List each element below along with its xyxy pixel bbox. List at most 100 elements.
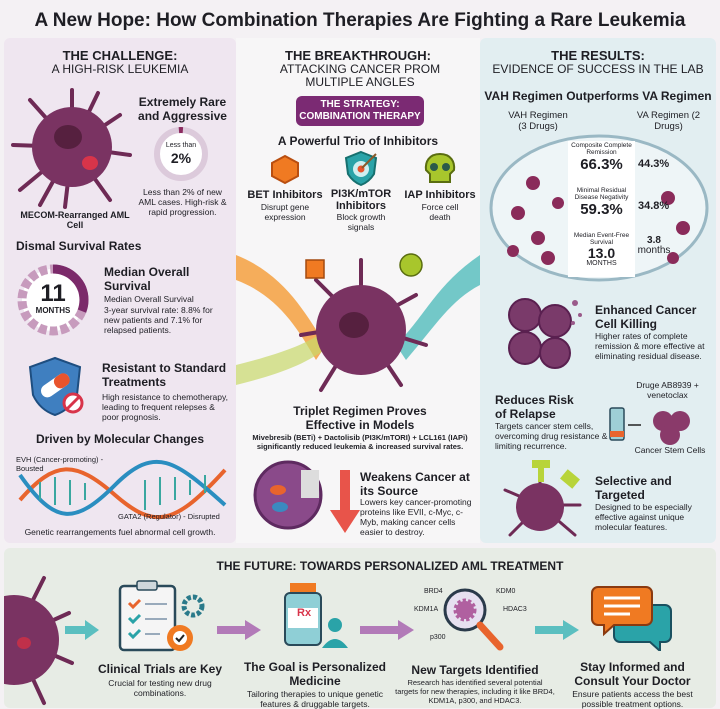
targeted-cell-icon (503, 460, 582, 537)
gata-label: GATA2 (Regulator) - Disrupted (118, 512, 220, 521)
target-hdac3: HDAC3 (503, 606, 527, 613)
median-sub: Median Overall Survival (104, 294, 194, 304)
clipboard-gear-icon (118, 580, 205, 652)
survival-title: Dismal Survival Rates (16, 239, 142, 253)
killing-desc: Higher rates of complete remission & mor… (595, 331, 705, 361)
rare-donut-top: Less than (165, 142, 197, 149)
step-desc: Ensure patients access the best possible… (572, 689, 693, 709)
arrow-right-icon (360, 620, 414, 640)
rare-title: Extremely Rare and Aggressive (138, 95, 227, 123)
chat-bubbles-icon (591, 586, 672, 651)
inhibitor-desc: Disrupt gene expression (260, 202, 310, 222)
inhibitor-desc: Force cell death (421, 202, 459, 222)
weakens-title: Weakens Cancer at its Source (360, 470, 470, 498)
vah-value: 59.3% (580, 201, 623, 218)
dying-cells-icon (508, 298, 582, 369)
rx-label: Rx (297, 607, 312, 619)
molecular-title: Driven by Molecular Changes (35, 432, 205, 446)
resistant-title: Resistant to Standard Treatments (102, 361, 227, 389)
inhibitor-desc: Block growth signals (336, 212, 386, 232)
va-label: VA Regimen (2 Drugs) (636, 110, 701, 132)
dna-helix-icon (18, 459, 227, 520)
relapse-desc: Targets cancer stem cells, overcoming dr… (495, 421, 608, 451)
metric-name: Composite Complete Remission (571, 142, 632, 156)
page-title: A New Hope: How Combination Therapies Ar… (34, 10, 686, 31)
results-subheading: EVIDENCE OF SUCCESS IN THE LAB (492, 62, 704, 76)
target-shield-icon (344, 150, 378, 186)
compare-title: VAH Regimen Outperforms VA Regimen (484, 89, 712, 103)
stem-cells-label: Cancer Stem Cells (634, 445, 706, 455)
metric-name: Minimal Residual Disease Negativity (574, 187, 629, 201)
combination-attack-illustration (236, 253, 480, 392)
rare-donut-value: 2% (170, 150, 192, 166)
step-desc: Research has identified several potentia… (395, 678, 555, 705)
cell-label: MECOM-Rearranged AML Cell (20, 210, 130, 230)
evi-label: EVH (Cancer-promoting) - Bousted (16, 455, 104, 473)
va-value: 3.8 (647, 235, 661, 246)
step-desc: Tailoring therapies to unique genetic fe… (246, 689, 384, 709)
step-title: Stay Informed and Consult Your Doctor (574, 660, 691, 688)
breakthrough-subheading: ATTACKING CANCER PROM MULTIPLE ANGLES (279, 62, 441, 89)
rare-donut (154, 127, 208, 181)
medicine-bottle-icon (284, 583, 348, 648)
va-unit: months (637, 245, 671, 256)
survival-value: 11 (40, 280, 66, 307)
killing-title: Enhanced Cancer Cell Killing (595, 303, 697, 331)
inhibitor-name: PI3K/mTOR Inhibitors (330, 188, 392, 212)
va-remission: 44.3% (638, 158, 670, 170)
inhibitor-name: IAP Inhibitors (404, 189, 476, 201)
molecular-caption: Genetic rearrangements fuel abnormal cel… (24, 527, 216, 537)
target-brd4: BRD4 (424, 588, 443, 595)
shield-pill-icon (28, 356, 84, 417)
va-mrd: 34.8% (638, 200, 670, 212)
survival-desc: 3-year survival rate: 8.8% for new patie… (104, 305, 213, 335)
results-heading: THE RESULTS: (551, 48, 645, 63)
drug-label: Druge AB8939 + venetoclax (636, 380, 699, 400)
survival-donut (17, 264, 89, 336)
future-heading: THE FUTURE: TOWARDS PERSONALIZED AML TRE… (216, 559, 564, 573)
magnifier-gear-icon (443, 588, 504, 651)
weakened-cell-icon (253, 460, 360, 533)
median-title: Median Overall Survival (104, 265, 190, 293)
step-title: Clinical Trials are Key (97, 662, 223, 676)
vial-to-stem-cells-icon (609, 407, 690, 445)
arrow-right-icon (535, 620, 579, 640)
aml-cell-icon (11, 88, 132, 209)
trio-title: A Powerful Trio of Inhibitors (277, 134, 439, 148)
weakens-desc: Lowers key cancer-promoting proteins lik… (360, 497, 472, 537)
target-kdm1a: KDM1A (414, 606, 439, 613)
triplet-title: Triplet Regimen Proves Effective in Mode… (293, 404, 427, 432)
bet-molecule-icon (271, 154, 299, 185)
arrow-right-icon (217, 620, 261, 640)
step-title: New Targets Identified (411, 663, 539, 677)
survival-unit: MONTHS (35, 306, 71, 315)
target-p300: p300 (430, 634, 446, 641)
aml-cell-icon (4, 576, 74, 705)
challenge-subheading: A HIGH-RISK LEUKEMIA (51, 62, 189, 76)
selective-title: Selective and Targeted (595, 474, 672, 502)
vah-value: 66.3% (580, 156, 623, 173)
step-desc: Crucial for testing new drug combination… (108, 678, 212, 698)
inhibitor-name: BET Inhibitors (247, 189, 323, 201)
strategy-badge: THE STRATEGY: COMBINATION THERAPY (296, 96, 424, 126)
breakthrough-heading: THE BREAKTHROUGH: (285, 48, 431, 63)
metric-name: Median Event-Free Survival (573, 232, 630, 246)
arrow-right-icon (65, 620, 99, 640)
relapse-title: Reduces Risk of Relapse (495, 393, 574, 421)
resistant-desc: High resistance to chemotherapy, leading… (102, 392, 228, 422)
step-title: The Goal is Personalized Medicine (243, 660, 387, 688)
rare-donut-arc (154, 127, 208, 181)
vah-value: 13.0 (587, 245, 616, 261)
challenge-heading: THE CHALLENGE: (62, 48, 178, 63)
results-panel (480, 38, 716, 543)
